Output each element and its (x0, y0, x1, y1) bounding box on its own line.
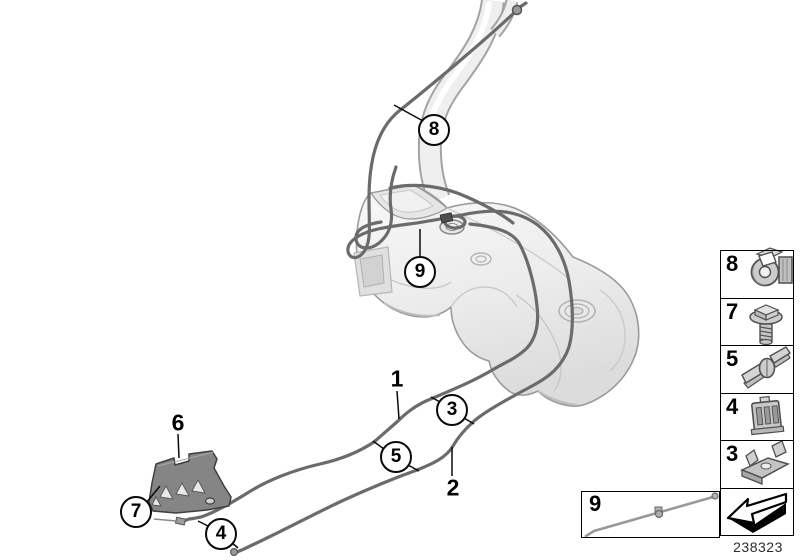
callout-3-label: 3 (446, 399, 458, 420)
callout-9[interactable]: 9 (404, 256, 436, 288)
callout-6[interactable]: 6 (171, 409, 185, 436)
feed-line-end-fitting (174, 516, 187, 526)
return-line-end-fitting (230, 547, 239, 556)
legend-row-4[interactable]: 4 (721, 393, 793, 441)
inset-box-9-label: 9 (589, 491, 602, 516)
callout-8[interactable]: 8 (418, 114, 450, 146)
callout-7[interactable]: 7 (120, 496, 152, 528)
legend-panel: 8 7 5 4 3 (720, 250, 794, 536)
vent-pipe-lines (346, 1, 528, 260)
direction-arrow-icon (726, 492, 788, 533)
callout-9-label: 9 (414, 261, 426, 282)
hex-bolt-icon (749, 304, 783, 346)
callout-5[interactable]: 5 (380, 441, 412, 473)
legend-row-8[interactable]: 8 (721, 251, 793, 299)
callout-1[interactable]: 1 (390, 365, 404, 392)
callout-2[interactable]: 2 (446, 474, 460, 501)
fuel-filler-pipe (417, 0, 519, 204)
legend-row-3-label: 3 (726, 441, 739, 466)
drawing-number: 238323 (733, 539, 783, 555)
vent-line-connector (511, 4, 523, 16)
legend-arrow-cell[interactable] (721, 489, 793, 536)
bracket-bolt-hole (204, 497, 216, 505)
legend-row-7[interactable]: 7 (721, 298, 793, 346)
flange-fitting (439, 212, 454, 224)
callout-4-label: 4 (215, 523, 227, 544)
fuel-return-line (235, 209, 574, 554)
holder-clip-icon (740, 440, 790, 485)
callout-7-label: 7 (130, 501, 142, 522)
legend-row-8-label: 8 (726, 251, 739, 276)
callout-3[interactable]: 3 (436, 394, 468, 426)
pipe-holder-icon (750, 395, 785, 436)
feed-line-tip (153, 518, 177, 522)
pump-access-ring (558, 299, 596, 323)
callout-4[interactable]: 4 (205, 518, 237, 550)
fuel-feed-line (179, 222, 540, 524)
legend-row-7-label: 7 (726, 298, 739, 324)
callout-5-label: 5 (390, 446, 402, 467)
inset-box-9[interactable]: 9 (581, 491, 720, 538)
legend-row-5[interactable]: 5 (721, 346, 793, 394)
spring-clip-icon (750, 247, 793, 287)
legend-row-4-label: 4 (726, 393, 739, 419)
mounting-bracket (148, 450, 232, 514)
legend-row-3[interactable]: 3 (721, 441, 793, 489)
double-pipe-clamp-icon (741, 346, 791, 389)
vent-pipe-with-clip-icon (584, 492, 719, 538)
legend-row-5-label: 5 (726, 346, 739, 371)
leader-lines (145, 104, 475, 549)
callout-8-label: 8 (428, 119, 440, 140)
